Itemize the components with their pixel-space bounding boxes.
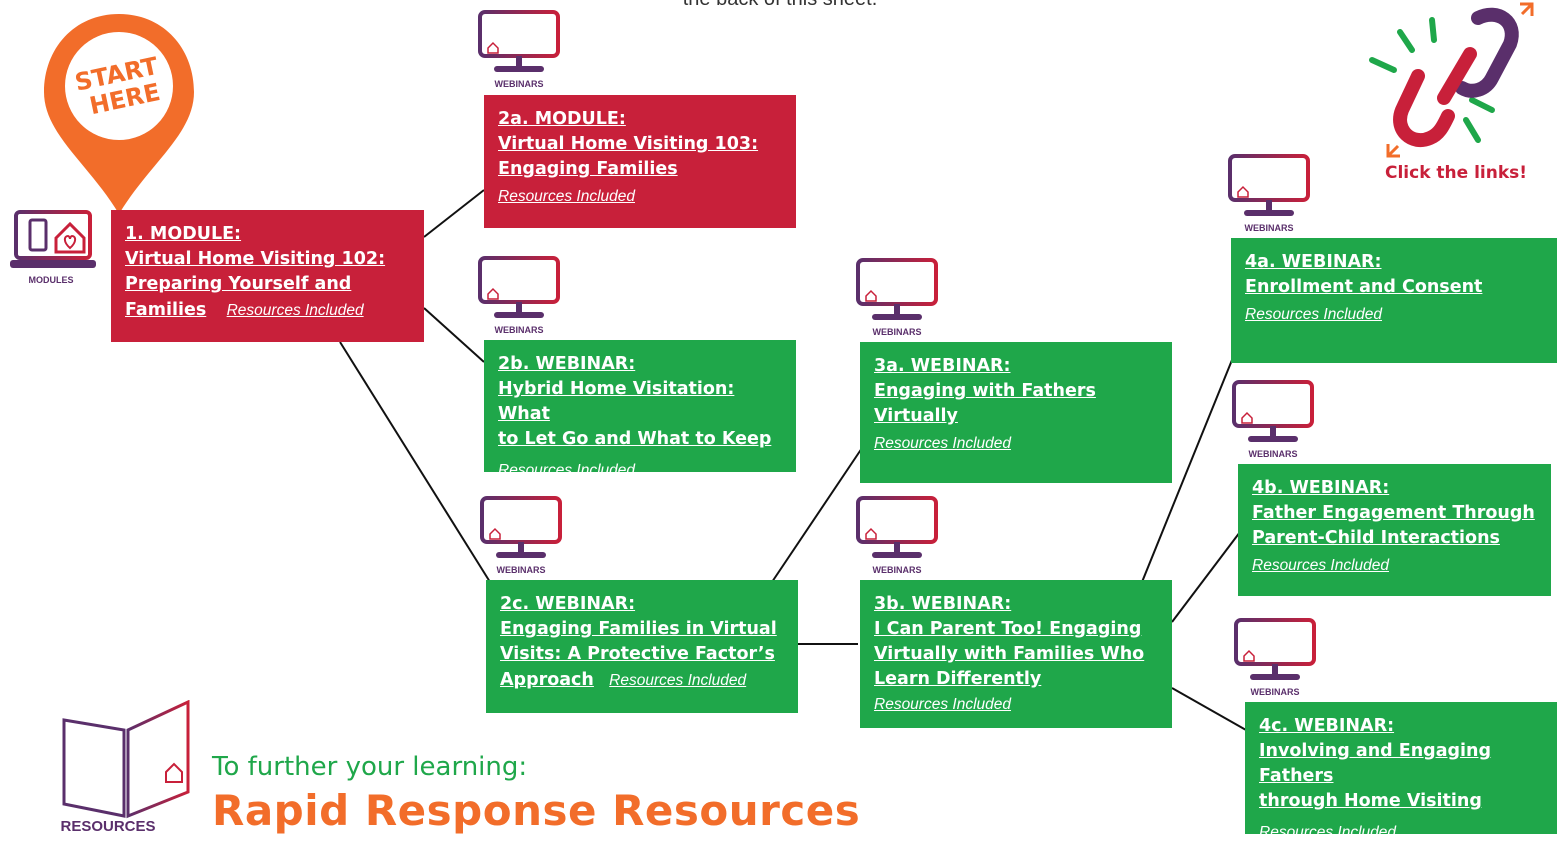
node-2b-title-line3[interactable]: to Let Go and What to Keep — [498, 429, 772, 449]
node-4b-title-line3[interactable]: Parent-Child Interactions — [1252, 528, 1500, 548]
node-1-title-line2[interactable]: Virtual Home Visiting 102: — [125, 249, 386, 269]
edge-1-2a — [423, 189, 485, 238]
node-2b-resources-link[interactable]: Resources Included — [498, 462, 635, 479]
node-1-title-line1[interactable]: 1. MODULE: — [125, 224, 242, 244]
node-4a-title-line2[interactable]: Enrollment and Consent — [1245, 277, 1483, 297]
resources-heading[interactable]: Rapid Response Resources — [212, 786, 861, 835]
node-4c-resources-link[interactable]: Resources Included — [1259, 824, 1396, 841]
chain-link-icon — [1360, 0, 1540, 170]
modules-caption: MODULES — [28, 275, 74, 285]
node-1-module-vhv102: 1. MODULE: Virtual Home Visiting 102: Pr… — [111, 210, 424, 342]
node-2b-title-line1[interactable]: 2b. WEBINAR: — [498, 354, 636, 374]
node-3b-title-line1[interactable]: 3b. WEBINAR: — [874, 594, 1012, 614]
node-2a-module-vhv103: 2a. MODULE: Virtual Home Visiting 103: E… — [484, 95, 796, 228]
node-1-title-line3[interactable]: Preparing Yourself and — [125, 274, 352, 294]
webinars-caption: WEBINARS — [496, 565, 546, 575]
node-2a-resources-link[interactable]: Resources Included — [498, 188, 635, 205]
header-text: the back of this sheet. — [560, 0, 1000, 11]
node-3b-webinar-i-can-parent-too: 3b. WEBINAR: I Can Parent Too! Engaging … — [860, 580, 1172, 728]
webinar-icon-4b: WEBINARS — [1230, 378, 1316, 459]
node-3b-resources-link[interactable]: Resources Included — [874, 696, 1011, 713]
node-4c-title-line2[interactable]: Involving and Engaging Fathers — [1259, 741, 1492, 786]
webinars-caption: WEBINARS — [1248, 449, 1298, 459]
node-4b-title-line1[interactable]: 4b. WEBINAR: — [1252, 478, 1390, 498]
edge-3b-4b — [1171, 531, 1241, 623]
node-2c-webinar-protective-factors: 2c. WEBINAR: Engaging Families in Virtua… — [486, 580, 798, 713]
node-3a-webinar-fathers-virtually: 3a. WEBINAR: Engaging with Fathers Virtu… — [860, 342, 1172, 483]
node-3b-title-line3[interactable]: Virtually with Families Who — [874, 644, 1145, 664]
node-2c-title-line4[interactable]: Approach — [500, 670, 594, 690]
edge-3b-4c — [1171, 687, 1247, 731]
edge-3b-4a — [1141, 359, 1233, 583]
resources-subheading: To further your learning: — [212, 752, 528, 782]
webinar-icon-2a: WEBINARS — [476, 8, 562, 89]
node-4b-title-line2[interactable]: Father Engagement Through — [1252, 503, 1535, 523]
node-4c-title-line3[interactable]: through Home Visiting — [1259, 791, 1482, 811]
node-3a-resources-link[interactable]: Resources Included — [874, 435, 1011, 452]
node-4b-resources-link[interactable]: Resources Included — [1252, 557, 1389, 574]
node-2c-resources-link[interactable]: Resources Included — [609, 672, 747, 689]
node-4a-webinar-enrollment: 4a. WEBINAR: Enrollment and Consent Reso… — [1231, 238, 1557, 363]
webinar-icon-3a: WEBINARS — [854, 256, 940, 337]
node-2c-title-line1[interactable]: 2c. WEBINAR: — [500, 594, 636, 614]
webinar-icon-3b: WEBINARS — [854, 494, 940, 575]
node-3b-title-line4[interactable]: Learn Differently — [874, 669, 1042, 689]
resources-book-icon — [58, 699, 198, 839]
node-1-resources-link[interactable]: Resources Included — [226, 302, 364, 319]
node-2c-title-line3[interactable]: Visits: A Protective Factor’s — [500, 644, 775, 664]
node-2a-title-line1[interactable]: 2a. MODULE: — [498, 109, 626, 129]
start-here-pin: START HERE — [44, 14, 194, 219]
webinar-icon-4c: WEBINARS — [1232, 616, 1318, 697]
node-2a-title-line3[interactable]: Engaging Families — [498, 159, 678, 179]
click-links-label: Click the links! — [1385, 163, 1528, 183]
node-3b-title-line2[interactable]: I Can Parent Too! Engaging — [874, 619, 1142, 639]
node-3a-title-line2[interactable]: Engaging with Fathers — [874, 381, 1096, 401]
resources-caption: RESOURCES — [60, 818, 156, 835]
node-4c-webinar-involving-fathers: 4c. WEBINAR: Involving and Engaging Fath… — [1245, 702, 1557, 841]
webinar-icon-4a: WEBINARS — [1226, 152, 1312, 233]
webinar-icon-2b: WEBINARS — [476, 254, 562, 335]
node-2b-webinar-hybrid: 2b. WEBINAR: Hybrid Home Visitation: Wha… — [484, 340, 796, 479]
node-4c-title-line1[interactable]: 4c. WEBINAR: — [1259, 716, 1395, 736]
edge-1-2b — [423, 307, 485, 363]
webinar-icon-2c: WEBINARS — [478, 494, 564, 575]
node-2c-title-line2[interactable]: Engaging Families in Virtual — [500, 619, 777, 639]
node-4b-webinar-parent-child: 4b. WEBINAR: Father Engagement Through P… — [1238, 464, 1551, 596]
webinars-caption: WEBINARS — [1250, 687, 1300, 697]
node-3a-title-line1[interactable]: 3a. WEBINAR: — [874, 356, 1011, 376]
webinars-caption: WEBINARS — [872, 327, 922, 337]
webinars-caption: WEBINARS — [872, 565, 922, 575]
node-1-title-line4[interactable]: Families — [125, 300, 207, 320]
node-3a-title-line3[interactable]: Virtually — [874, 406, 958, 426]
webinars-caption: WEBINARS — [494, 325, 544, 335]
node-2a-title-line2[interactable]: Virtual Home Visiting 103: — [498, 134, 759, 154]
webinars-caption: WEBINARS — [494, 79, 544, 89]
node-4a-resources-link[interactable]: Resources Included — [1245, 306, 1382, 323]
node-4a-title-line1[interactable]: 4a. WEBINAR: — [1245, 252, 1382, 272]
edge-1-2c — [339, 341, 491, 583]
edge-2c-3a — [771, 447, 863, 583]
webinars-caption: WEBINARS — [1244, 223, 1294, 233]
node-2b-title-line2[interactable]: Hybrid Home Visitation: What — [498, 379, 735, 424]
modules-icon: MODULES — [8, 208, 96, 285]
